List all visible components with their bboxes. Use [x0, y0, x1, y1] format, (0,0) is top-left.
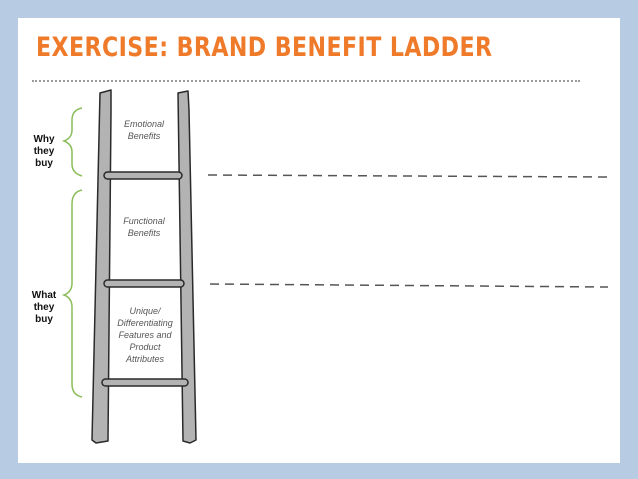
tier-functional-benefits: Functional Benefits [123, 216, 165, 238]
ladder-rung-3 [101, 378, 189, 387]
ladder-right-rail [177, 90, 197, 444]
tier-unique-attributes: Unique/ Differentiating Features and Pro… [117, 306, 173, 364]
slide: EXERCISE: BRAND BENEFIT LADDER [18, 18, 620, 463]
ladder-left-rail [91, 89, 112, 444]
what-they-buy-label: What they buy [31, 290, 57, 325]
ladder-rung-1 [103, 171, 183, 180]
why-bracket [61, 107, 83, 177]
tier-emotional-benefits: Emotional Benefits [123, 119, 165, 141]
ladder-rung-2 [103, 279, 185, 288]
what-bracket [61, 189, 83, 398]
dashed-line-top [207, 174, 609, 178]
dashed-line-bottom [209, 283, 609, 288]
title-divider [32, 80, 580, 82]
slide-title: EXERCISE: BRAND BENEFIT LADDER [36, 32, 493, 63]
why-they-buy-label: Why they buy [33, 134, 55, 169]
